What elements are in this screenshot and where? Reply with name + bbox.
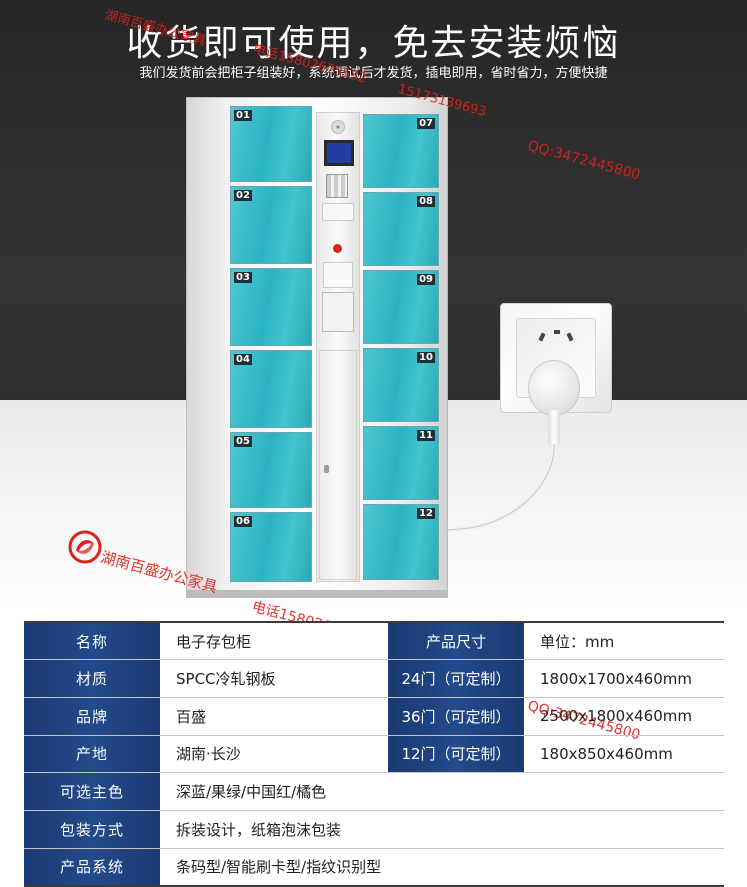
table-row: 名称 电子存包柜 产品尺寸 单位：mm xyxy=(24,621,724,661)
company-logo-icon xyxy=(68,530,102,564)
door-number: 11 xyxy=(417,430,435,441)
spec-table: 名称 电子存包柜 产品尺寸 单位：mm 材质 SPCC冷轧钢板 24门（可定制）… xyxy=(24,621,724,887)
door-number: 01 xyxy=(234,110,252,121)
keyhole-icon xyxy=(324,465,329,473)
spec-value: 条码型/智能刷卡型/指纹识别型 xyxy=(160,848,724,887)
plug-neck xyxy=(548,410,560,446)
locker-door-10: 10 xyxy=(363,348,439,422)
locker-door-06: 06 xyxy=(230,512,312,582)
door-number: 03 xyxy=(234,272,252,283)
subline: 我们发货前会把柜子组装好，系统调试后才发货，插电即用，省时省力，方便快捷 xyxy=(139,66,608,81)
spec-value: 拆装设计，纸箱泡沫包装 xyxy=(160,810,724,849)
spec-value: 180x850x460mm xyxy=(524,735,724,774)
spec-value: 单位：mm xyxy=(524,621,724,661)
display-screen xyxy=(324,140,354,166)
door-number: 08 xyxy=(417,196,435,207)
speaker-icon xyxy=(331,120,345,134)
table-row: 产品系统 条码型/智能刷卡型/指纹识别型 xyxy=(24,848,724,887)
door-number: 12 xyxy=(417,508,435,519)
spec-value: 百盛 xyxy=(160,697,388,736)
locker-door-07: 07 xyxy=(363,114,439,188)
table-row: 可选主色 深蓝/果绿/中国红/橘色 xyxy=(24,772,724,811)
spec-label: 可选主色 xyxy=(24,772,160,811)
table-row: 品牌 百盛 36门（可定制） 2500x1800x460mm xyxy=(24,697,724,736)
headline: 收货即可使用，免去安装烦恼 xyxy=(126,23,621,64)
table-row: 包装方式 拆装设计，纸箱泡沫包装 xyxy=(24,810,724,849)
spec-value: 深蓝/果绿/中国红/橘色 xyxy=(160,772,724,811)
locker-door-12: 12 xyxy=(363,504,439,580)
locker-door-11: 11 xyxy=(363,426,439,500)
spec-label: 名称 xyxy=(24,621,160,661)
socket-holes-icon xyxy=(538,330,574,344)
door-number: 09 xyxy=(417,274,435,285)
locker-door-04: 04 xyxy=(230,350,312,428)
power-plug-icon xyxy=(528,360,580,416)
warning-label xyxy=(322,292,354,332)
door-number: 07 xyxy=(417,118,435,129)
locker-door-09: 09 xyxy=(363,270,439,344)
spec-label: 产品系统 xyxy=(24,848,160,887)
spec-label: 12门（可定制） xyxy=(388,735,524,774)
spec-value: 电子存包柜 xyxy=(160,621,388,661)
locker-door-02: 02 xyxy=(230,186,312,264)
spec-label: 24门（可定制） xyxy=(388,659,524,698)
locker-door-01: 01 xyxy=(230,106,312,182)
spec-label: 36门（可定制） xyxy=(388,697,524,736)
emergency-button-icon xyxy=(333,244,342,253)
table-row: 产地 湖南·长沙 12门（可定制） 180x850x460mm xyxy=(24,735,724,774)
cabinet-base xyxy=(186,590,448,598)
instruction-label xyxy=(322,203,354,221)
door-number: 05 xyxy=(234,436,252,447)
keypad-icon xyxy=(326,174,348,198)
maintenance-door xyxy=(319,350,357,580)
spec-value: SPCC冷轧钢板 xyxy=(160,659,388,698)
spec-value: 1800x1700x460mm xyxy=(524,659,724,698)
locker-door-05: 05 xyxy=(230,432,312,508)
door-number: 10 xyxy=(417,352,435,363)
spec-label: 包装方式 xyxy=(24,810,160,849)
instruction-label xyxy=(323,262,353,288)
locker-door-08: 08 xyxy=(363,192,439,266)
door-number: 04 xyxy=(234,354,252,365)
spec-value: 湖南·长沙 xyxy=(160,735,388,774)
door-number: 06 xyxy=(234,516,252,527)
spec-label: 材质 xyxy=(24,659,160,698)
spec-value: 2500x1800x460mm xyxy=(524,697,724,736)
door-number: 02 xyxy=(234,190,252,201)
spec-label: 品牌 xyxy=(24,697,160,736)
spec-label: 产地 xyxy=(24,735,160,774)
locker-door-03: 03 xyxy=(230,268,312,346)
spec-label: 产品尺寸 xyxy=(388,621,524,661)
table-row: 材质 SPCC冷轧钢板 24门（可定制） 1800x1700x460mm xyxy=(24,659,724,698)
